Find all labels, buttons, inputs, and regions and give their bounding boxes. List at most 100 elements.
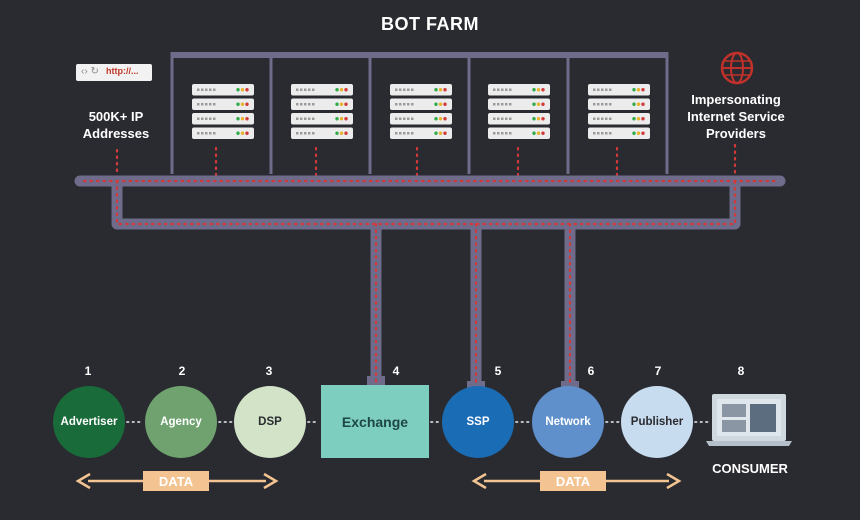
server-led-red: [443, 102, 447, 106]
server-led-yellow: [339, 131, 344, 135]
server-vent: [209, 88, 212, 91]
server-led-green: [632, 88, 636, 92]
server-led-red: [641, 102, 645, 106]
step-number: 8: [737, 364, 745, 378]
server-led-yellow: [240, 131, 245, 135]
server-vent: [304, 117, 307, 120]
server-vent: [197, 88, 200, 91]
server-vent: [403, 132, 406, 135]
server-vent: [403, 103, 406, 106]
server-vent: [509, 117, 512, 120]
ssp-node: SSP: [442, 386, 514, 458]
server-vent: [395, 88, 398, 91]
server-vent: [296, 117, 299, 120]
server-vent: [593, 103, 596, 106]
server-vent: [497, 117, 500, 120]
server-unit: [390, 113, 452, 125]
server-vent: [213, 132, 216, 135]
server-vent: [411, 103, 414, 106]
server-led-green: [335, 117, 339, 121]
server-led-yellow: [636, 131, 641, 135]
screen-block: [750, 404, 776, 432]
server-led-red: [245, 117, 249, 121]
server-vent: [312, 88, 315, 91]
server-unit: [588, 98, 650, 110]
server-led-red: [245, 131, 249, 135]
server-vent: [505, 103, 508, 106]
server-vent: [205, 117, 208, 120]
server-led-green: [632, 102, 636, 106]
server-vent: [509, 103, 512, 106]
server-led-green: [335, 88, 339, 92]
server-vent: [493, 117, 496, 120]
server-vent: [605, 117, 608, 120]
server-led-yellow: [536, 117, 541, 121]
consumer-label: CONSUMER: [712, 461, 788, 476]
server-vent: [609, 132, 612, 135]
server-vent: [407, 117, 410, 120]
screen-block: [722, 420, 746, 432]
server-vent: [205, 103, 208, 106]
server-led-yellow: [240, 102, 245, 106]
screen-block: [722, 404, 746, 417]
server-vent: [213, 103, 216, 106]
server-unit: [488, 127, 550, 139]
server-unit: [588, 113, 650, 125]
loop-pipe: [111, 175, 741, 230]
rack-divider: [170, 52, 174, 174]
browser-url: http://...: [106, 66, 139, 76]
server-vent: [407, 103, 410, 106]
server-vent: [213, 88, 216, 91]
server-vent: [209, 132, 212, 135]
server-vent: [501, 117, 504, 120]
server-vent: [296, 103, 299, 106]
server-vent: [601, 132, 604, 135]
server-vent: [593, 132, 596, 135]
server-vent: [493, 88, 496, 91]
server-vent: [312, 132, 315, 135]
step-number: 5: [494, 364, 502, 378]
server-led-green: [236, 117, 240, 121]
server-unit: [291, 84, 353, 96]
server-led-red: [344, 117, 348, 121]
server-vent: [308, 117, 311, 120]
server-vent: [597, 132, 600, 135]
server-vent: [505, 117, 508, 120]
exchange-node: Exchange: [321, 385, 429, 458]
server-vent: [205, 132, 208, 135]
server-unit: [291, 127, 353, 139]
server-led-red: [641, 131, 645, 135]
server-vent: [304, 88, 307, 91]
isp-note: Impersonating Internet Service Providers: [676, 91, 796, 142]
server-vent: [609, 117, 612, 120]
server-vent: [308, 132, 311, 135]
server-led-yellow: [438, 88, 443, 92]
server-led-red: [344, 88, 348, 92]
agency-node: Agency: [145, 386, 217, 458]
server-led-red: [245, 102, 249, 106]
server-unit: [588, 84, 650, 96]
server-led-green: [335, 131, 339, 135]
server-led-yellow: [438, 117, 443, 121]
server-vent: [308, 103, 311, 106]
server-vent: [399, 103, 402, 106]
server-vent: [501, 103, 504, 106]
server-vent: [296, 88, 299, 91]
note-line: Impersonating: [691, 92, 781, 107]
server-vent: [395, 117, 398, 120]
server-vent: [403, 88, 406, 91]
step-number: 7: [654, 364, 662, 378]
server-unit: [291, 113, 353, 125]
server-vent: [505, 132, 508, 135]
server-vent: [201, 117, 204, 120]
server-vent: [300, 88, 303, 91]
server-led-yellow: [636, 88, 641, 92]
server-vent: [601, 117, 604, 120]
server-led-red: [245, 88, 249, 92]
server-led-green: [434, 88, 438, 92]
pipe-cap: [467, 381, 485, 389]
server-led-green: [434, 117, 438, 121]
server-led-yellow: [536, 88, 541, 92]
rack-divider: [269, 52, 273, 174]
server-vent: [605, 132, 608, 135]
